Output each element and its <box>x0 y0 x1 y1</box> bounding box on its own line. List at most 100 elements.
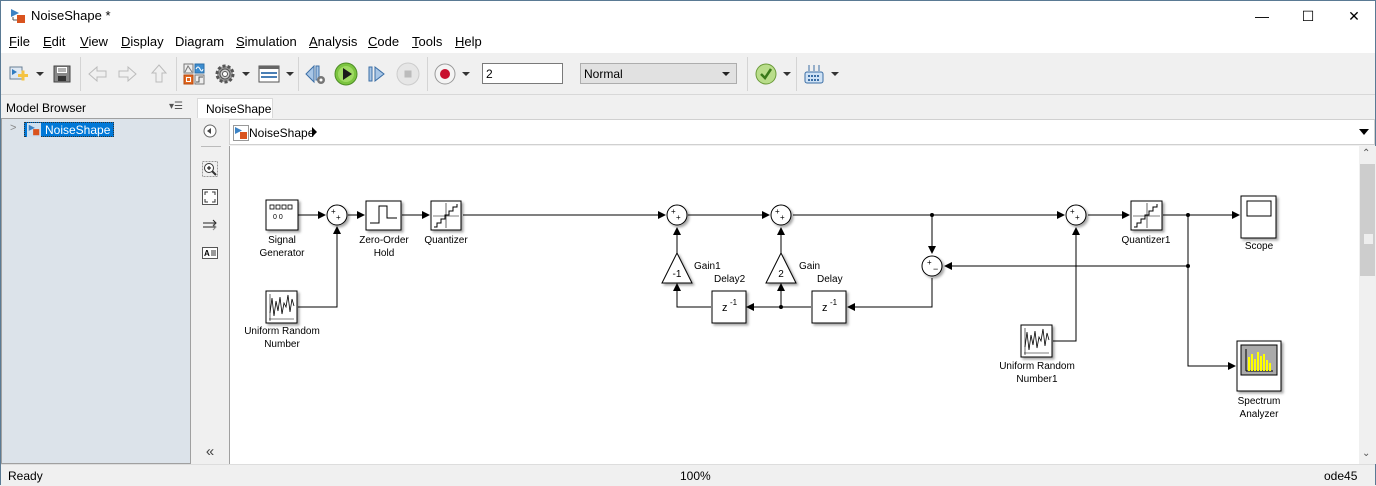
block-label: Quantizer <box>424 235 468 246</box>
block-label: Hold <box>374 248 395 259</box>
block-label: Uniform Random <box>999 361 1075 372</box>
block-sum-difference[interactable]: + − <box>921 255 943 277</box>
svg-text:-1: -1 <box>730 298 738 307</box>
expand-chevron-icon[interactable]: > <box>10 122 17 134</box>
minimize-button[interactable]: — <box>1239 1 1285 31</box>
record-button[interactable] <box>433 63 457 85</box>
model-explorer-dropdown[interactable] <box>286 72 294 76</box>
signal-line[interactable] <box>1053 227 1080 342</box>
title-bar: NoiseShape * — ☐ ✕ <box>1 1 1375 31</box>
model-explorer-icon <box>258 65 280 83</box>
menu-simulation[interactable]: Simulation <box>236 34 297 49</box>
signal-line[interactable] <box>298 226 341 308</box>
model-canvas[interactable]: 0 0 Signal Generator + + Zero-Order Hold <box>229 146 1359 464</box>
forward-button[interactable] <box>116 63 138 85</box>
block-uniform-random-number[interactable]: Uniform Random Number <box>244 290 320 350</box>
breadcrumb-model[interactable]: NoiseShape <box>249 126 315 140</box>
menu-analysis[interactable]: Analysis <box>309 34 358 49</box>
block-delay[interactable]: z -1 Delay <box>811 274 847 324</box>
new-model-dropdown[interactable] <box>36 72 44 76</box>
block-uniform-random-number1[interactable]: Uniform Random Number1 <box>999 324 1075 385</box>
menu-diagram[interactable]: Diagram <box>175 34 225 49</box>
annotation-button[interactable]: A <box>202 245 218 261</box>
signal-line[interactable] <box>847 278 933 311</box>
step-forward-button[interactable] <box>366 63 388 85</box>
save-button[interactable] <box>51 63 73 85</box>
signal-line[interactable] <box>1187 215 1236 370</box>
block-quantizer1[interactable]: Quantizer1 <box>1122 200 1171 246</box>
block-zero-order-hold[interactable]: Zero-Order Hold <box>359 200 409 259</box>
block-sum[interactable]: + + <box>326 204 348 226</box>
close-button[interactable]: ✕ <box>1331 1 1376 31</box>
scrollbar-thumb[interactable] <box>1360 164 1375 276</box>
block-delay2[interactable]: z -1 Delay2 <box>711 274 747 324</box>
panel-menu-icon[interactable]: ▾☰ <box>169 101 183 112</box>
block-label: Signal <box>268 235 296 246</box>
step-back-button[interactable] <box>305 63 327 85</box>
route-lines-button[interactable] <box>202 217 218 233</box>
check-dropdown[interactable] <box>783 72 791 76</box>
block-signal-generator[interactable]: 0 0 Signal Generator <box>259 199 305 259</box>
menu-edit[interactable]: Edit <box>43 34 66 49</box>
hide-show-browser-button[interactable] <box>202 123 218 139</box>
run-icon <box>334 62 358 86</box>
fit-view-icon <box>202 189 218 205</box>
model-browser: Model Browser ▾☰ > NoiseShape <box>1 96 191 464</box>
maximize-button[interactable]: ☐ <box>1285 1 1331 31</box>
menu-view[interactable]: View <box>80 34 108 49</box>
run-button[interactable] <box>334 62 358 86</box>
block-quantizer[interactable]: Quantizer <box>424 200 468 246</box>
branch-points <box>779 213 1190 309</box>
simulation-mode-select[interactable]: Normal <box>580 63 737 84</box>
menu-file[interactable]: File <box>9 34 30 49</box>
stop-time-input[interactable] <box>482 63 563 84</box>
model-config-dropdown[interactable] <box>242 72 250 76</box>
menu-display[interactable]: Display <box>121 34 164 49</box>
signal-line[interactable] <box>673 283 711 308</box>
step-back-icon <box>305 64 325 84</box>
scroll-down-icon[interactable]: ⌄ <box>1362 448 1371 459</box>
library-browser-button[interactable] <box>182 63 206 85</box>
up-button[interactable] <box>148 63 170 85</box>
record-dropdown[interactable] <box>462 72 470 76</box>
zoom-icon <box>202 161 218 177</box>
breadcrumb-arrow-icon[interactable] <box>312 127 317 137</box>
collapse-palette-button[interactable]: « <box>202 443 218 460</box>
back-button[interactable] <box>87 63 109 85</box>
model-config-button[interactable] <box>213 63 237 85</box>
menu-help[interactable]: Help <box>455 34 482 49</box>
model-browser-header: Model Browser ▾☰ <box>1 96 191 118</box>
build-dropdown[interactable] <box>831 72 839 76</box>
vertical-scrollbar[interactable]: ⌃ ⌄ <box>1359 146 1376 464</box>
zoom-in-button[interactable] <box>202 161 218 177</box>
tab-noiseshape[interactable]: NoiseShape <box>197 98 273 118</box>
model-explorer-button[interactable] <box>257 63 281 85</box>
fit-to-view-button[interactable] <box>202 189 218 205</box>
block-sum[interactable]: + + <box>666 204 688 226</box>
tab-strip: NoiseShape <box>191 96 1376 118</box>
solver-name[interactable]: ode45 <box>1324 469 1358 483</box>
svg-text:z: z <box>822 302 828 314</box>
tree-item-noiseshape[interactable]: NoiseShape <box>24 122 115 137</box>
block-gain1[interactable]: -1 Gain1 <box>661 251 721 284</box>
block-sum[interactable]: + + <box>770 204 792 226</box>
scroll-up-icon[interactable]: ⌃ <box>1362 148 1371 159</box>
block-scope[interactable]: Scope <box>1240 195 1277 252</box>
menu-tools[interactable]: Tools <box>412 34 443 49</box>
svg-text:+: + <box>927 258 932 267</box>
stop-button[interactable] <box>396 62 420 86</box>
check-button[interactable] <box>754 63 778 85</box>
gain1-value: -1 <box>673 269 682 280</box>
menu-bar: File Edit View Display Diagram Simulatio… <box>1 31 1375 53</box>
block-gain[interactable]: 2 Gain <box>765 251 820 284</box>
address-dropdown-icon[interactable] <box>1359 129 1369 135</box>
forward-icon <box>118 66 137 82</box>
save-icon <box>53 65 71 83</box>
block-spectrum-analyzer[interactable]: Spectrum Analyzer <box>1236 340 1282 420</box>
gain-value: 2 <box>778 269 784 280</box>
build-button[interactable] <box>802 63 826 85</box>
menu-code[interactable]: Code <box>368 34 400 49</box>
block-label: Quantizer1 <box>1122 235 1171 246</box>
block-sum[interactable]: + + <box>1065 204 1087 226</box>
new-model-button[interactable] <box>8 63 30 85</box>
